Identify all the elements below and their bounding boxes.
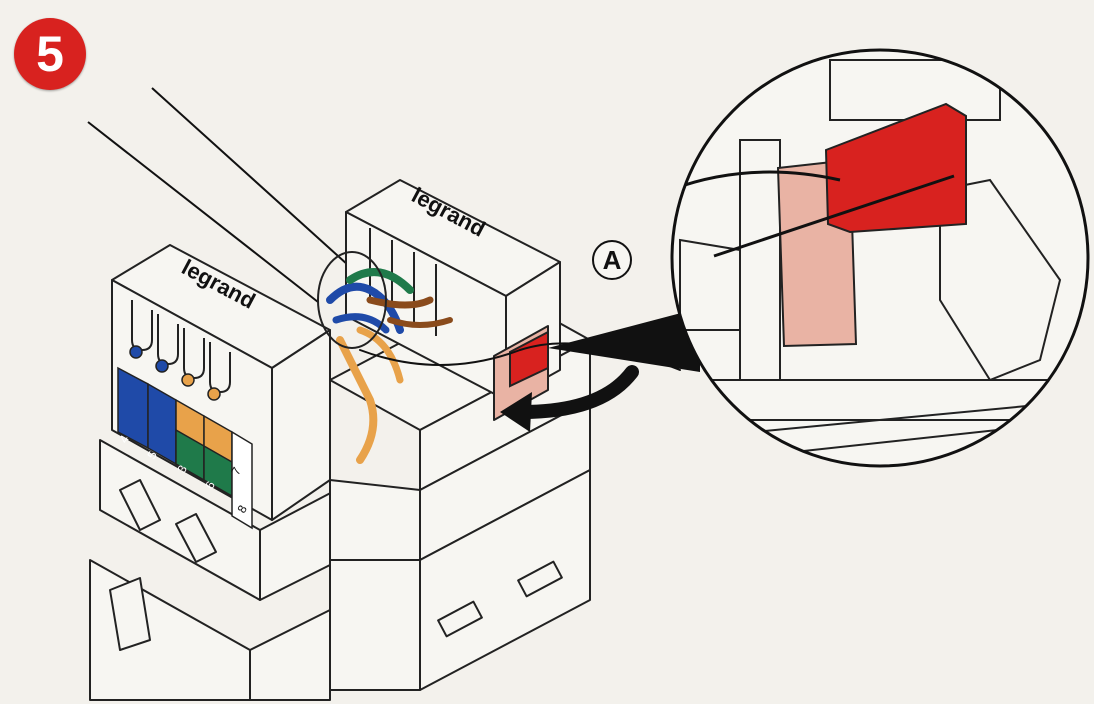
- terminal-ring: [129, 345, 143, 359]
- magnifier-ring: [670, 48, 1090, 468]
- cable-jacket-outline: [317, 251, 387, 349]
- terminal-ring: [155, 359, 169, 373]
- color-code-plate: [117, 366, 253, 530]
- insertion-arrowhead: [500, 392, 532, 432]
- zoom-leader: [548, 308, 700, 372]
- step-badge: 5: [14, 18, 86, 90]
- callout-label: A: [592, 240, 632, 280]
- cable-line-upper: [151, 87, 349, 266]
- terminal-ring: [207, 387, 221, 401]
- front-module: [89, 244, 341, 701]
- contact-latch-zoom: [824, 102, 967, 234]
- cable-line-lower: [87, 121, 319, 303]
- insertion-arrow: [515, 365, 639, 419]
- wire-zoom-upper: [672, 170, 841, 192]
- terminal-ring: [181, 373, 195, 387]
- wire-zoom-lower: [713, 174, 955, 258]
